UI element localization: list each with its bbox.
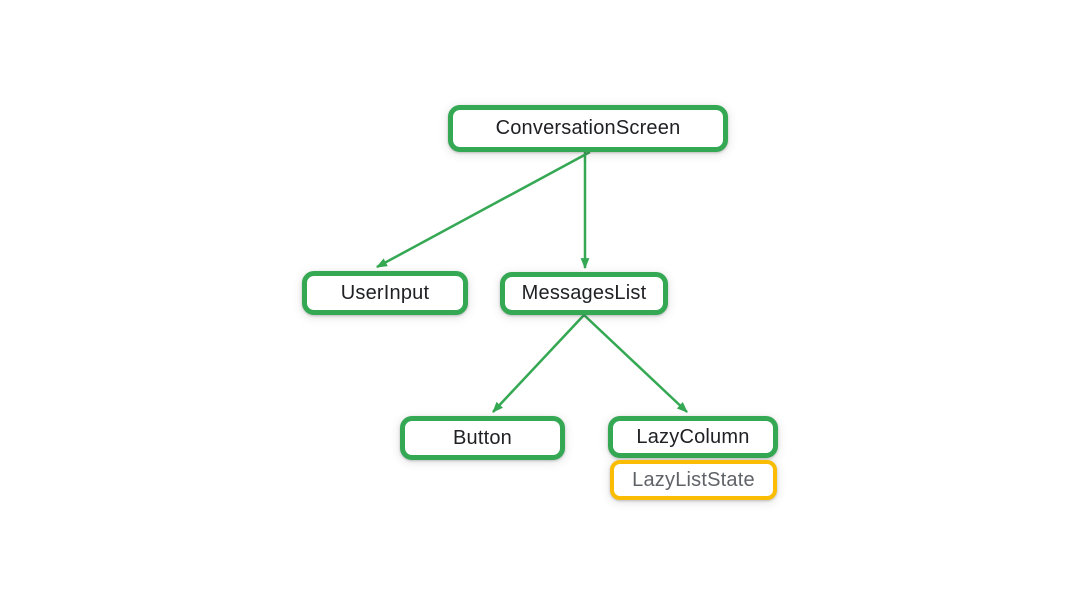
- node-button: Button: [400, 416, 565, 460]
- node-conversation-screen: ConversationScreen: [448, 105, 728, 152]
- node-label: ConversationScreen: [495, 117, 681, 139]
- node-label: UserInput: [340, 281, 430, 304]
- node-user-input: UserInput: [302, 271, 468, 315]
- edge-conversationscreen-userinput: [376, 150, 591, 269]
- node-label: LazyListState: [632, 468, 755, 491]
- node-label: LazyColumn: [636, 425, 750, 448]
- node-lazy-column: LazyColumn: [608, 416, 778, 458]
- edge-messageslist-button: [492, 314, 585, 413]
- edge-messageslist-lazycolumn: [583, 314, 688, 413]
- node-label: MessagesList: [521, 282, 647, 304]
- node-label: Button: [452, 426, 513, 449]
- node-lazy-list-state: LazyListState: [610, 460, 777, 500]
- node-messages-list: MessagesList: [500, 272, 668, 315]
